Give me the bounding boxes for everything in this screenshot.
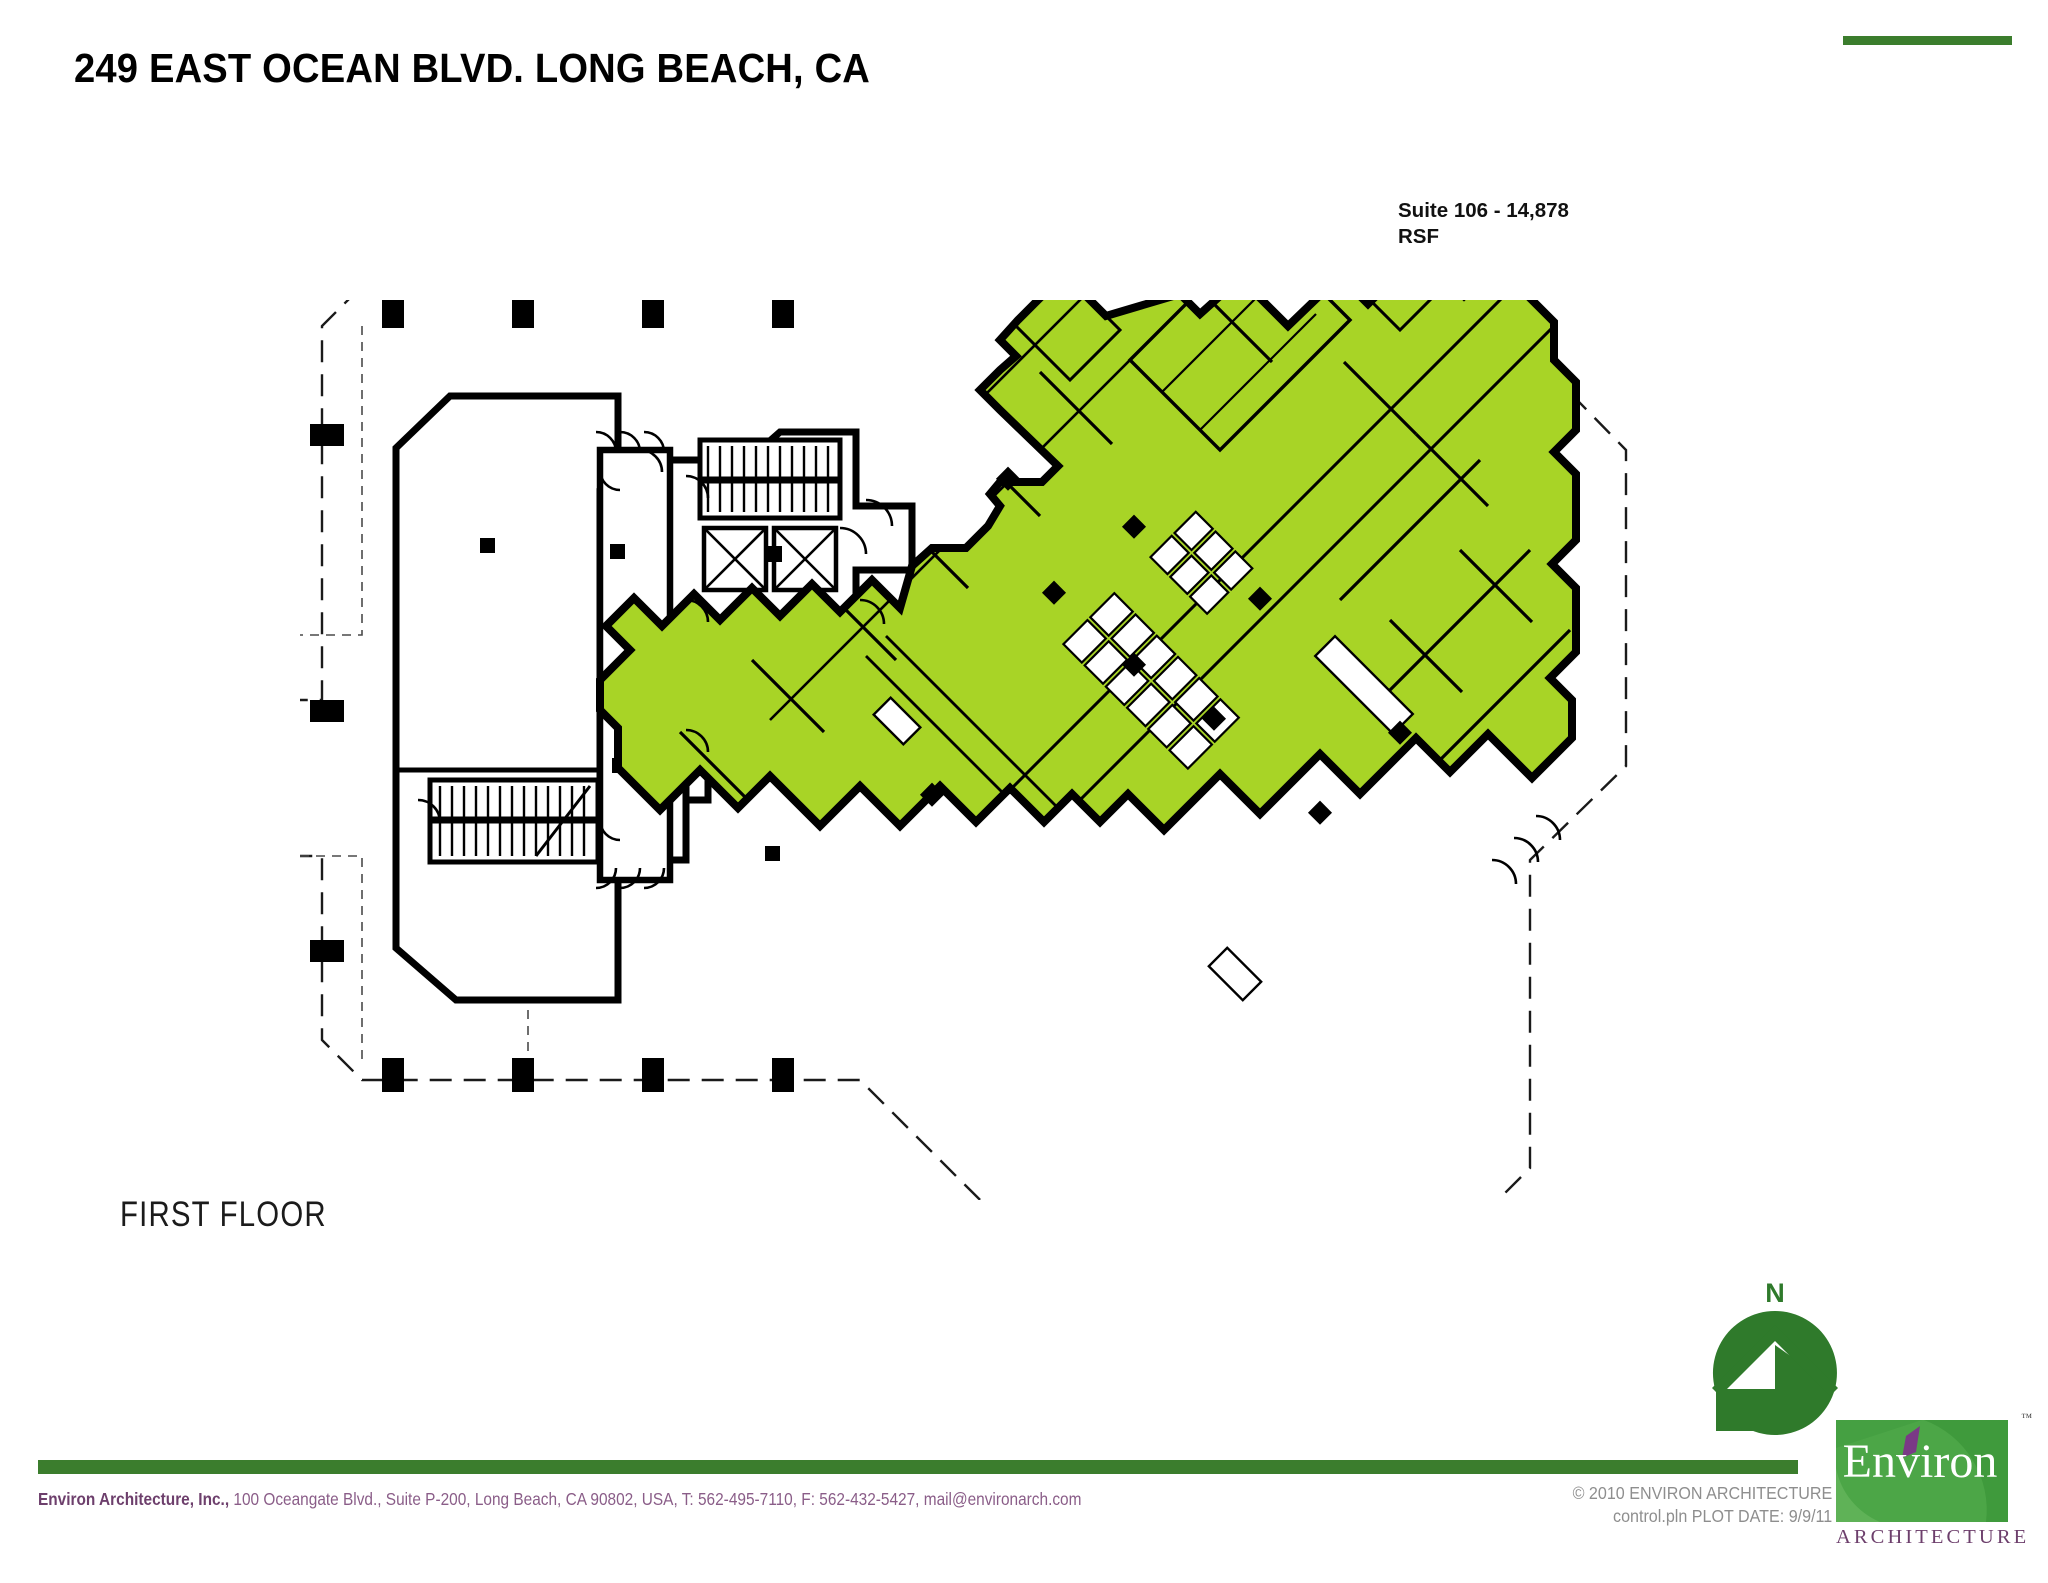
footer-contact: Environ Architecture, Inc., 100 Oceangat… [38,1489,1081,1510]
logo-mark-icon [1836,1420,2008,1522]
suite-callout-label: Suite 106 - 14,878 [1398,199,1569,222]
stair-west [427,777,601,865]
workstation-cluster [1061,510,1254,771]
page-title: 249 EAST OCEAN BLVD. LONG BEACH, CA [74,45,871,91]
highlighted-suite-106 [596,300,1580,836]
logo-subtitle: ARCHITECTURE [1836,1526,2030,1548]
brand-logo: ™ Environ ARCHITECTURE [1836,1408,2036,1576]
copyright-line-2: control.pln PLOT DATE: 9/9/11 [1612,1506,1832,1527]
floorplan-drawing [300,300,1628,1200]
suite-callout-unit: RSF [1398,224,1439,248]
footer-copyright: © 2010 ENVIRON ARCHITECTURE control.pln … [1572,1482,1832,1528]
header-accent-bar [1843,36,2012,45]
lobby-door-fans [595,430,666,890]
north-indicator: N [1700,1278,1850,1438]
north-letter: N [1765,1278,1785,1308]
suite-callout: Suite 106 - 14,878 RSF [1398,198,1658,249]
compass-rose-icon [1712,1311,1838,1435]
footer-company-name: Environ Architecture, Inc., [38,1489,230,1509]
logo-wordmark: Environ [1842,1435,1998,1488]
footer-accent-bar [38,1460,1798,1474]
footer-address: 100 Oceangate Blvd., Suite P-200, Long B… [229,1489,1082,1509]
stair-core [697,437,843,521]
logo-trademark: ™ [2021,1412,2032,1424]
door-swings [417,448,1562,885]
floor-label: FIRST FLOOR [120,1195,327,1234]
copyright-line-1: © 2010 ENVIRON ARCHITECTURE [1572,1483,1832,1503]
